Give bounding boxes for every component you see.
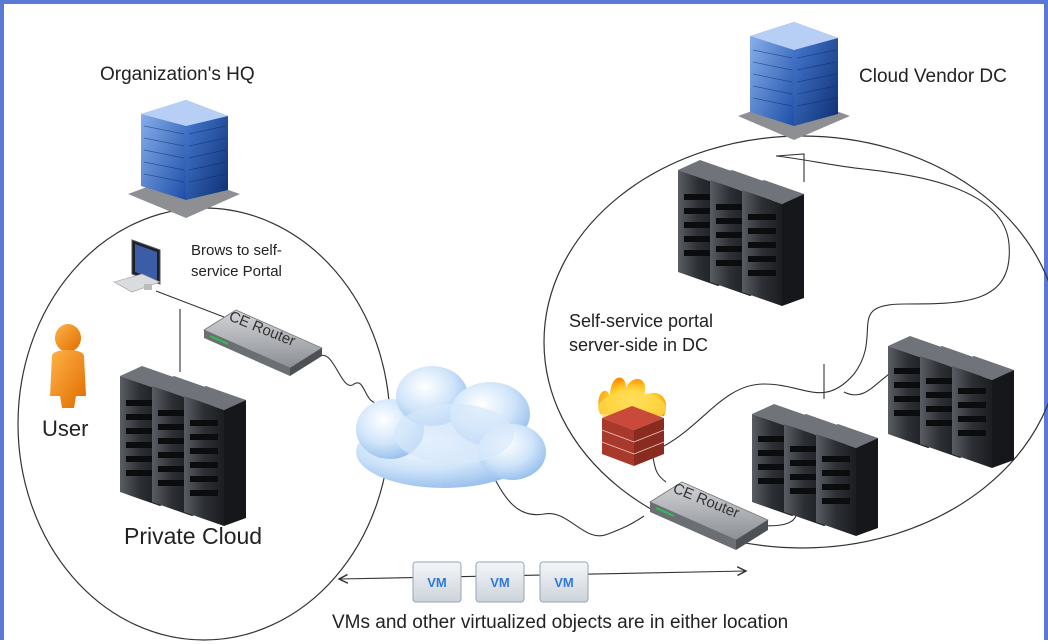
dc-ce-router-icon: CE Router [649,480,769,550]
vm-box-label: VM [554,575,574,590]
vm-boxes: VM VM VM [412,561,589,603]
hq-label: Organization's HQ [100,64,255,85]
user-icon [50,324,86,408]
private-cloud-label: Private Cloud [124,523,263,549]
internet-cloud-icon [356,366,546,488]
dc-label: Cloud Vendor DC [859,66,1007,87]
browse-portal-label: Brows to self-service Portal [191,242,282,280]
portal-server-racks [678,160,804,306]
server-rack-icon [184,386,246,526]
vms-caption: VMs and other virtualized objects are in… [332,612,789,633]
server-rack-icon [952,356,1014,468]
vm-box-icon: VM [412,561,462,603]
vm-box-label: VM [427,575,447,590]
dc-building-icon [738,22,850,140]
vm-box-icon: VM [475,561,525,603]
workstation-icon [113,239,161,293]
dc-server-racks-middle [752,404,878,536]
firewall-icon [598,377,667,466]
hq-ce-router-icon: CE Router [203,308,323,376]
network-diagram: CE Router [17,22,1048,641]
dc-server-racks-right [888,336,1014,468]
portal-server-label: Self-service portal server-side in DC [569,311,714,355]
server-rack-icon [742,180,804,306]
server-rack-icon [816,424,878,536]
user-label: User [42,416,89,441]
private-cloud-server-racks [120,366,246,526]
vm-box-icon: VM [539,561,589,603]
connection-lines [155,153,1010,537]
vm-box-label: VM [490,575,510,590]
hq-building-icon [128,100,240,218]
